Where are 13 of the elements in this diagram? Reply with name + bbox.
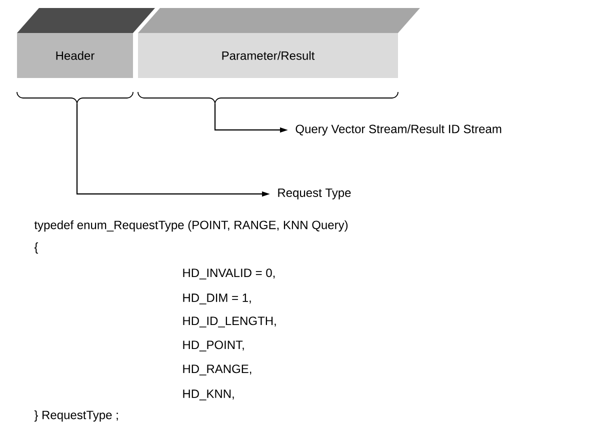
code-line: HD_INVALID = 0, (183, 268, 275, 280)
code-line: HD_ID_LENGTH, (183, 316, 276, 328)
code-line: typedef enum_RequestType (POINT, RANGE, KNN Query) (34, 220, 348, 232)
code-line: HD_KNN, (183, 390, 234, 400)
header-block: Header (17, 8, 155, 78)
code-line: HD_DIM = 1, (183, 294, 251, 304)
callout-text: Request Type (278, 188, 351, 200)
code-line: HD_RANGE, (183, 364, 252, 376)
code-line: HD_POINT, (183, 340, 244, 352)
code-line: { (34, 242, 38, 254)
code-line: } RequestType ; (34, 410, 118, 422)
parameter-block: Parameter/Result (138, 8, 420, 78)
callout-text: Query Vector Stream/Result ID Stream (296, 124, 502, 136)
